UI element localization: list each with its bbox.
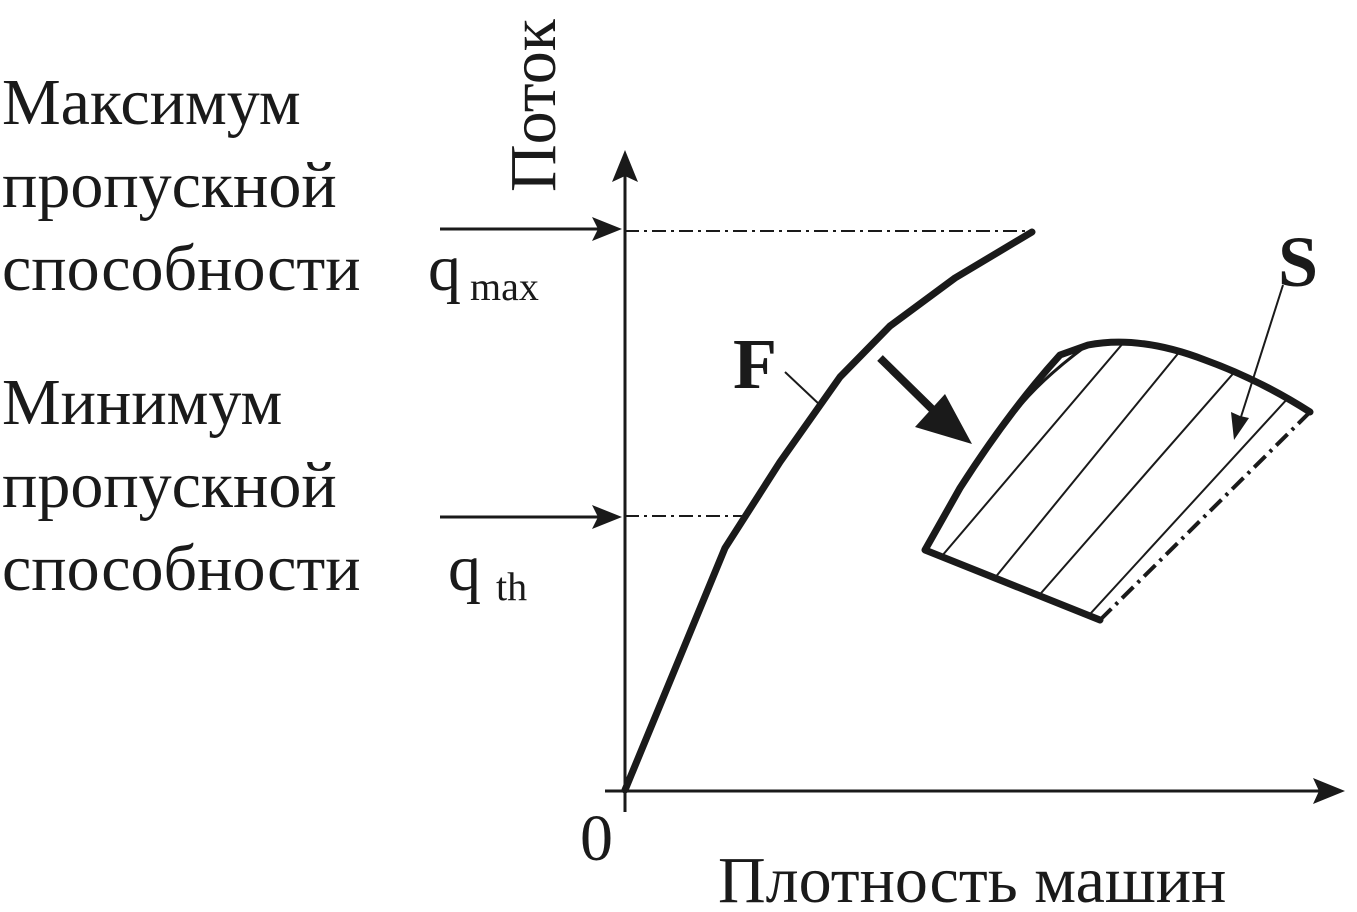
region-s-outline [921,338,1314,624]
region-s-inner-edge [1013,344,1087,413]
x-axis-label: Плотность машин [718,844,1226,907]
qth-pointer-arrowhead [592,505,622,529]
min-label-line2: пропускной [2,449,337,522]
max-label-line3: способности [2,232,361,305]
curve-f [621,228,1036,794]
region-s-leader-arrowhead [1231,412,1249,440]
region-s-dashed-edge [1098,410,1312,622]
transition-arrow-shaft [877,355,938,415]
y-axis-arrowhead [612,150,638,182]
y-axis-label: Поток [497,18,570,192]
max-label-line2: пропускной [2,149,337,222]
origin-label: 0 [580,802,613,875]
qmax-subscript: max [470,264,539,309]
curve-f-leader [784,371,821,406]
region-s-label: S [1278,222,1318,302]
qmax-pointer-arrowhead [592,217,622,241]
qmax-symbol: q [428,232,461,305]
qth-symbol: q [448,532,481,605]
curve-f-label: F [733,324,777,404]
min-label-line1: Минимум [2,366,282,439]
qth-subscript: th [496,564,527,609]
transition-arrow-head [915,394,972,444]
max-label-line1: Максимум [2,66,301,139]
region-s-leader [1239,284,1284,421]
x-axis-arrowhead [1313,778,1345,804]
min-label-line3: способности [2,532,361,605]
